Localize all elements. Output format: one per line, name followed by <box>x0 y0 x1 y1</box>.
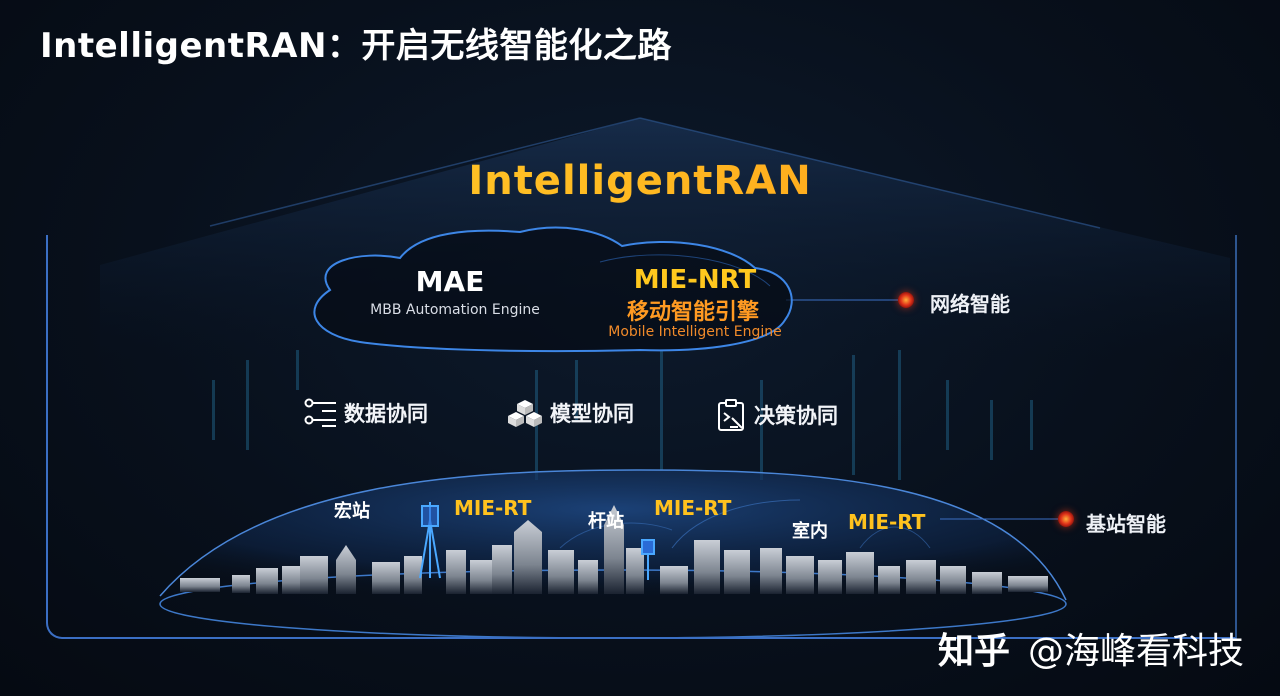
collab-item-decision: 决策协同 <box>716 398 838 432</box>
layer-label-base-station: 基站智能 <box>1086 512 1166 536</box>
clipboard-decision-icon <box>718 399 744 431</box>
base-station-intelligence-indicator-icon <box>1058 511 1074 527</box>
diagram-heading: IntelligentRAN <box>0 158 1280 204</box>
page-title: IntelligentRAN：开启无线智能化之路 <box>40 26 672 66</box>
mae-title: MAE <box>415 265 485 298</box>
site-label-indoor: 室内 <box>792 521 828 542</box>
site-label-macro: 宏站 <box>334 501 370 522</box>
site-engine-macro: MIE-RT <box>454 496 532 520</box>
data-flow-icon <box>304 398 336 427</box>
collab-item-model: 模型协同 <box>506 398 634 428</box>
site-engine-indoor: MIE-RT <box>848 510 926 534</box>
network-intelligence-indicator-icon <box>898 292 914 308</box>
watermark-brand: 知乎 <box>937 631 1010 672</box>
site-engine-pole: MIE-RT <box>654 496 732 520</box>
cubes-model-icon <box>508 400 542 427</box>
collab-label: 数据协同 <box>344 402 428 426</box>
watermark: 知乎 @海峰看科技 <box>938 622 1244 674</box>
collab-label: 模型协同 <box>550 402 634 426</box>
collab-label: 决策协同 <box>754 404 838 428</box>
mie-nrt-title-cn: 移动智能引擎 <box>626 300 759 325</box>
mie-nrt-subtitle: Mobile Intelligent Engine <box>608 324 782 340</box>
mae-subtitle: MBB Automation Engine <box>370 302 540 318</box>
site-label-pole: 杆站 <box>588 511 624 532</box>
watermark-author: @海峰看科技 <box>1027 631 1244 672</box>
collab-item-data: 数据协同 <box>304 398 428 428</box>
layer-label-network: 网络智能 <box>930 292 1010 316</box>
intelligent-ran-frame <box>46 235 1237 639</box>
mie-nrt-title: MIE-NRT <box>633 265 757 295</box>
